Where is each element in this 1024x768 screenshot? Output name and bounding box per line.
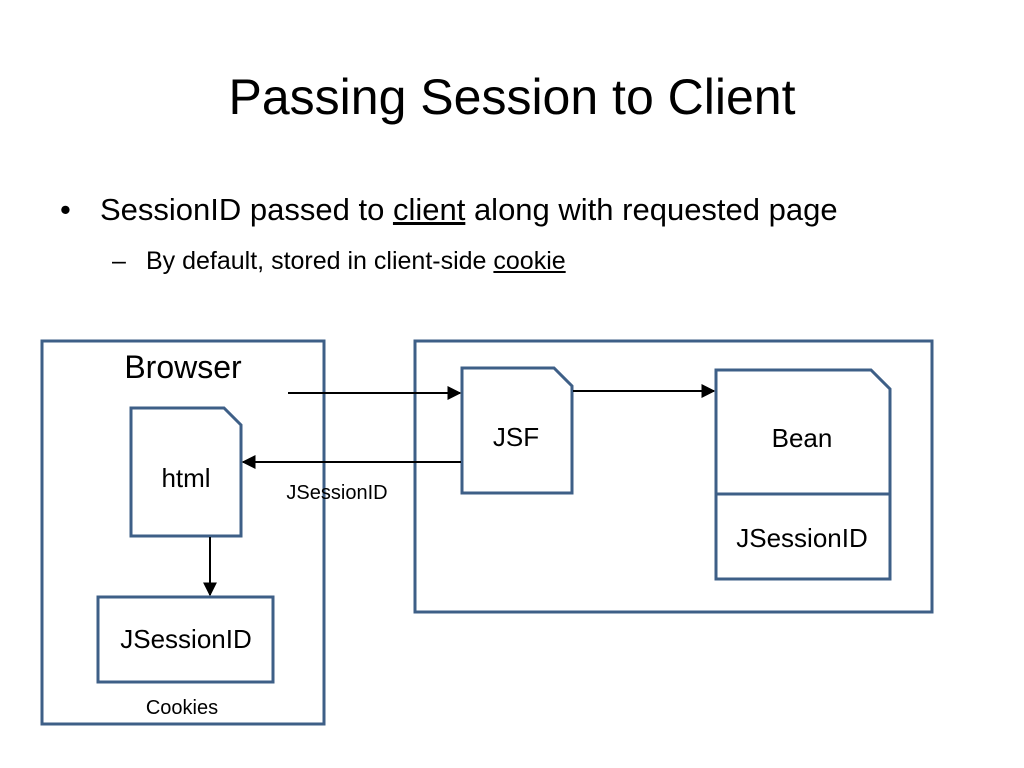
bullet-text-before: SessionID passed to — [100, 192, 393, 227]
cookie-value: JSessionID — [120, 624, 252, 654]
bullet-text-after: along with requested page — [465, 192, 838, 227]
sub-bullet-cookie: –By default, stored in client-side cooki… — [112, 243, 566, 279]
bean-label: Bean — [772, 423, 833, 453]
sub-bullet-text: By default, stored in client-side — [146, 247, 494, 275]
jsf-label: JSF — [493, 422, 539, 452]
bullet-mark: • — [60, 192, 71, 227]
dash-mark: – — [112, 247, 126, 275]
browser-label: Browser — [124, 349, 242, 385]
jsf-document — [460, 366, 574, 495]
page-title: Passing Session to Client — [228, 69, 796, 125]
cookies-label: Cookies — [146, 697, 218, 719]
arrow-label: JSessionID — [286, 482, 387, 504]
bean-session-label: JSessionID — [736, 523, 868, 553]
browser-box — [40, 339, 326, 726]
bullet-session-passed: • SessionID passed to client along with r… — [60, 188, 838, 232]
client-link[interactable]: client — [392, 192, 466, 227]
server-box — [413, 339, 934, 614]
cookie-box — [96, 595, 275, 684]
cookie-link[interactable]: cookie — [493, 247, 566, 275]
bean-document — [714, 368, 892, 581]
html-label: html — [161, 463, 210, 493]
html-document — [129, 406, 243, 538]
